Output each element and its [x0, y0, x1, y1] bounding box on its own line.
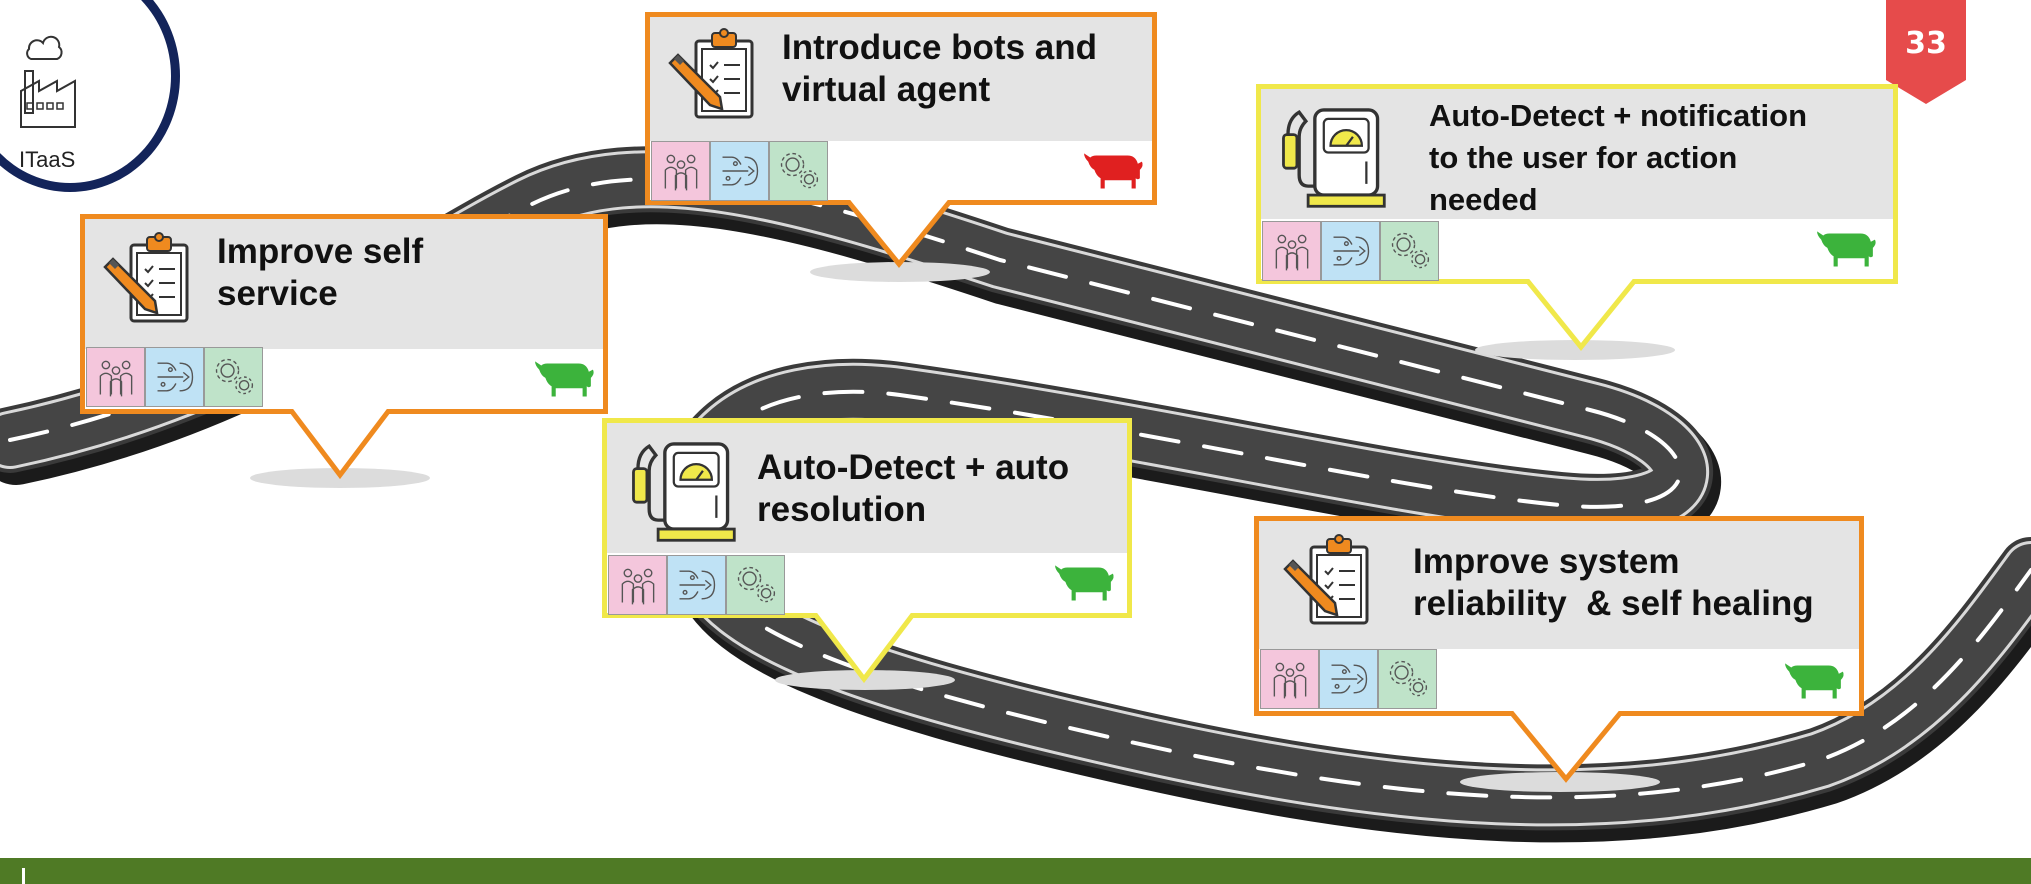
footer-divider [22, 868, 25, 884]
category-icons [651, 141, 828, 201]
callout-frame: Auto-Detect + notification to the user fo… [1256, 84, 1898, 284]
gears-icon [204, 347, 263, 407]
gears-icon [1380, 221, 1439, 281]
cow-icon [1082, 151, 1144, 193]
callout-title-line: virtual agent [782, 70, 991, 109]
people-icon [86, 347, 145, 407]
people-icon [651, 141, 710, 201]
callout-title-line: Introduce bots and [782, 28, 1097, 67]
people-icon [608, 555, 667, 615]
factory-cloud-icon [20, 35, 76, 128]
data-flow-icon [710, 141, 769, 201]
page-number-badge: 33 [1886, 0, 1966, 104]
gears-icon [1378, 649, 1437, 709]
callout-pointer [847, 200, 951, 268]
footer-bar [0, 858, 2031, 884]
fuel-pump-icon [629, 435, 741, 547]
callout-title-line: Auto-Detect + notification [1429, 98, 1808, 133]
gears-icon [726, 555, 785, 615]
callout-pointer [290, 409, 390, 480]
fuel-pump-icon [1279, 101, 1391, 213]
cow-icon [1815, 229, 1877, 271]
logo-text: ITaaS [19, 147, 76, 172]
people-icon [1260, 649, 1319, 709]
callout-pointer [1510, 711, 1622, 783]
clipboard-pencil-icon [1279, 533, 1379, 633]
cow-icon [1783, 661, 1845, 703]
category-icons [1262, 221, 1439, 281]
data-flow-icon [145, 347, 204, 407]
category-icons [1260, 649, 1437, 709]
callout-auto-detect-notification: Auto-Detect + notification to the user fo… [1256, 84, 1898, 354]
clipboard-pencil-icon [99, 231, 199, 331]
data-flow-icon [1321, 221, 1380, 281]
callout-title-line: service [217, 274, 338, 313]
callout-title-line: reliability & self healing [1413, 584, 1814, 623]
callout-title-line: needed [1429, 182, 1538, 217]
callout-title-line: to the user for action [1429, 140, 1738, 175]
gears-icon [769, 141, 828, 201]
cow-icon [533, 359, 595, 401]
page-number: 33 [1905, 26, 1947, 61]
category-icons [608, 555, 785, 615]
data-flow-icon [1319, 649, 1378, 709]
clipboard-pencil-icon [664, 27, 764, 127]
data-flow-icon [667, 555, 726, 615]
callout-title-line: Improve self [217, 232, 424, 271]
category-icons [86, 347, 263, 407]
callout-title-line: Improve system [1413, 542, 1680, 581]
callout-title-line: resolution [757, 490, 927, 529]
cow-icon [1053, 563, 1115, 605]
callout-pointer [1526, 279, 1636, 351]
callout-pointer [814, 613, 914, 684]
callout-title-line: Auto-Detect + auto [757, 448, 1070, 487]
people-icon [1262, 221, 1321, 281]
